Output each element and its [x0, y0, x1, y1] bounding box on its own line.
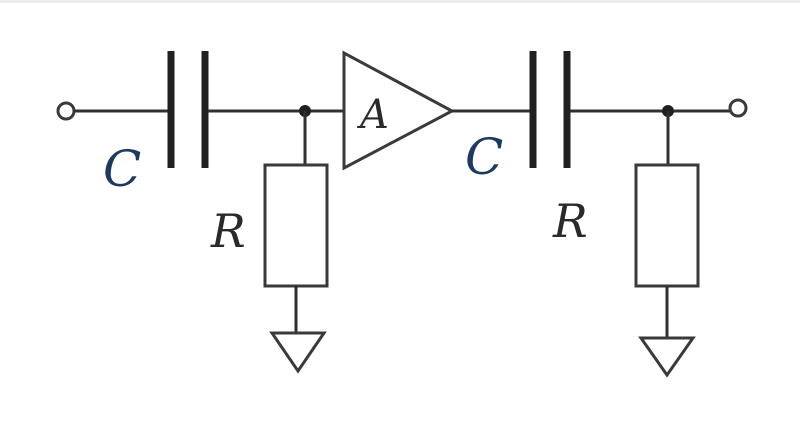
- capacitor-1: [167, 51, 209, 168]
- resistor-2: [634, 163, 700, 288]
- input-terminal: [56, 101, 76, 121]
- ground-2-icon: [638, 336, 696, 378]
- resistor-1-label: R: [210, 204, 246, 258]
- amplifier-triangle: [342, 50, 456, 171]
- amplifier-label: A: [356, 92, 389, 138]
- ground-1-icon: [269, 331, 327, 374]
- capacitor-2-label: C: [465, 128, 503, 186]
- capacitor-2: [529, 51, 571, 168]
- resistor-2-label: R: [552, 194, 588, 248]
- output-terminal: [728, 98, 748, 118]
- resistor-1: [263, 163, 329, 288]
- capacitor-1-label: C: [103, 140, 141, 198]
- circuit-diagram: C R A C R: [56, 50, 748, 378]
